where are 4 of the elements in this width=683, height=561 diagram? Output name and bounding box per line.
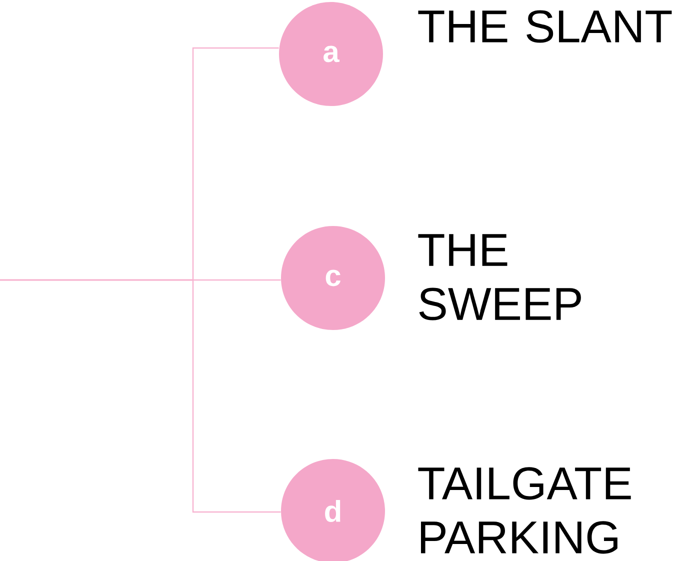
circle-caption: THE SWEEP bbox=[418, 234, 581, 320]
circle-caption: THE SLANT bbox=[418, 10, 672, 43]
circle-caption: TAILGATE PARKING bbox=[418, 467, 631, 554]
tree-line bbox=[0, 279, 281, 513]
